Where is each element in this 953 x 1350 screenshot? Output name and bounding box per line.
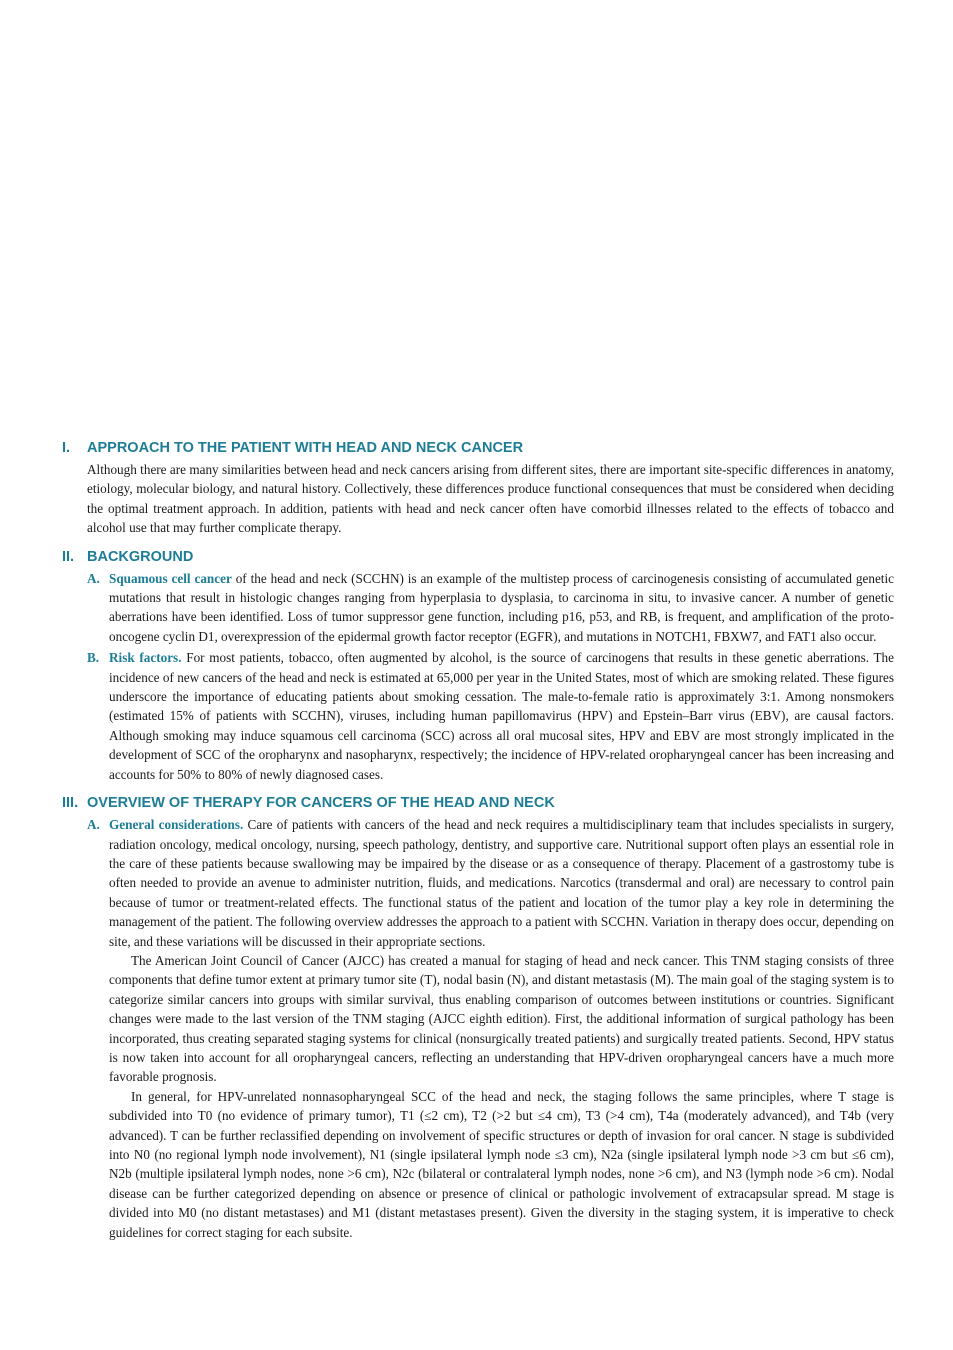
item-letter: A.: [87, 817, 100, 833]
section-heading: I. APPROACH TO THE PATIENT WITH HEAD AND …: [62, 438, 894, 458]
section-number: III.: [62, 795, 79, 812]
paragraph-tnm-details: In general, for HPV-unrelated nonnasopha…: [109, 1088, 894, 1240]
section-background: II. BACKGROUND A. Squamous cell cancer of…: [62, 547, 894, 784]
item-heading: Risk factors.: [109, 650, 182, 666]
section-title: BACKGROUND: [87, 548, 194, 565]
item-letter: A.: [87, 570, 100, 586]
item-text: Care of patients with cancers of the hea…: [109, 817, 894, 949]
item-letter: B.: [87, 650, 100, 666]
section-approach: I. APPROACH TO THE PATIENT WITH HEAD AND …: [62, 438, 894, 538]
section-body: Although there are many similarities bet…: [87, 462, 894, 536]
section-title: APPROACH TO THE PATIENT WITH HEAD AND NE…: [87, 440, 524, 456]
section-overview-therapy: III. OVERVIEW OF THERAPY FOR CANCERS OF T…: [62, 793, 894, 1242]
document-content: I. APPROACH TO THE PATIENT WITH HEAD AND …: [62, 438, 894, 1251]
item-heading: General considerations.: [109, 817, 244, 833]
item-text: of the head and neck (SCCHN) is an examp…: [109, 570, 894, 644]
section-heading: II. BACKGROUND: [62, 547, 894, 567]
paragraph-ajcc-staging: The American Joint Council of Cancer (AJ…: [109, 952, 894, 1085]
section-title: OVERVIEW OF THERAPY FOR CANCERS OF THE H…: [87, 795, 555, 812]
list-item-squamous-cell-cancer: A. Squamous cell cancer of the head and …: [87, 569, 894, 647]
section-heading: III. OVERVIEW OF THERAPY FOR CANCERS OF T…: [62, 793, 894, 813]
section-number: I.: [62, 440, 71, 456]
list-item-risk-factors: B. Risk factors. For most patients, toba…: [87, 648, 894, 784]
item-text: For most patients, tobacco, often augmen…: [109, 650, 894, 782]
item-heading: Squamous cell cancer: [109, 570, 232, 586]
list-item-general-considerations: A. General considerations. Care of patie…: [87, 815, 894, 1242]
section-number: II.: [62, 548, 75, 565]
